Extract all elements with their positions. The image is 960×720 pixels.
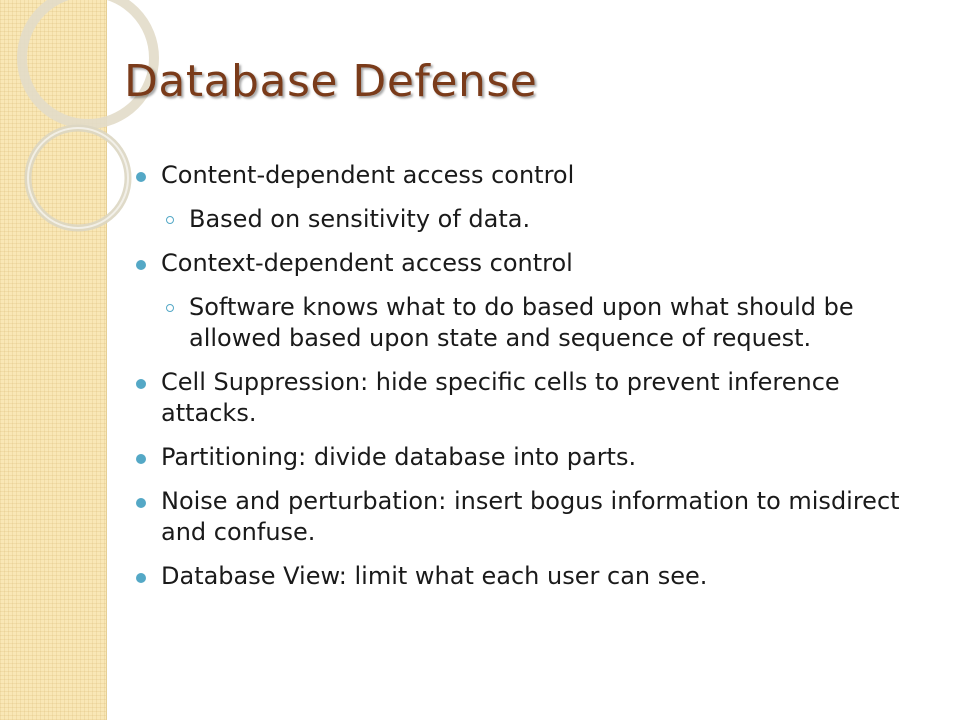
bullet-dot-icon xyxy=(136,260,146,270)
bullet-item: Noise and perturbation: insert bogus inf… xyxy=(134,486,924,548)
bullet-text: Content-dependent access control xyxy=(161,161,575,189)
decorative-circles-icon xyxy=(17,0,159,232)
bullet-dot-icon xyxy=(136,573,146,583)
bullet-item: Database View: limit what each user can … xyxy=(134,561,924,592)
bullet-item: Context-dependent access control xyxy=(134,248,924,279)
bullet-text: Context-dependent access control xyxy=(161,249,573,277)
bullet-dot-icon xyxy=(136,379,146,389)
bullet-ring-icon xyxy=(166,304,174,312)
bullet-text: Software knows what to do based upon wha… xyxy=(189,293,854,352)
bullet-text: Database View: limit what each user can … xyxy=(161,562,708,590)
sub-bullet-item: Based on sensitivity of data. xyxy=(164,204,924,235)
bullet-item: Content-dependent access control xyxy=(134,160,924,191)
bullet-item: Partitioning: divide database into parts… xyxy=(134,442,924,473)
bullet-item: Cell Suppression: hide specific cells to… xyxy=(134,367,924,429)
bullet-text: Partitioning: divide database into parts… xyxy=(161,443,637,471)
bullet-dot-icon xyxy=(136,172,146,182)
bullet-text: Based on sensitivity of data. xyxy=(189,205,531,233)
slide-title: Database Defense xyxy=(124,56,538,107)
bullet-text: Cell Suppression: hide specific cells to… xyxy=(161,368,840,427)
bullet-ring-icon xyxy=(166,216,174,224)
bullet-text: Noise and perturbation: insert bogus inf… xyxy=(161,487,900,546)
bullet-dot-icon xyxy=(136,498,146,508)
bullet-list: Content-dependent access control Based o… xyxy=(134,160,924,605)
bullet-dot-icon xyxy=(136,454,146,464)
sub-bullet-item: Software knows what to do based upon wha… xyxy=(164,292,924,354)
